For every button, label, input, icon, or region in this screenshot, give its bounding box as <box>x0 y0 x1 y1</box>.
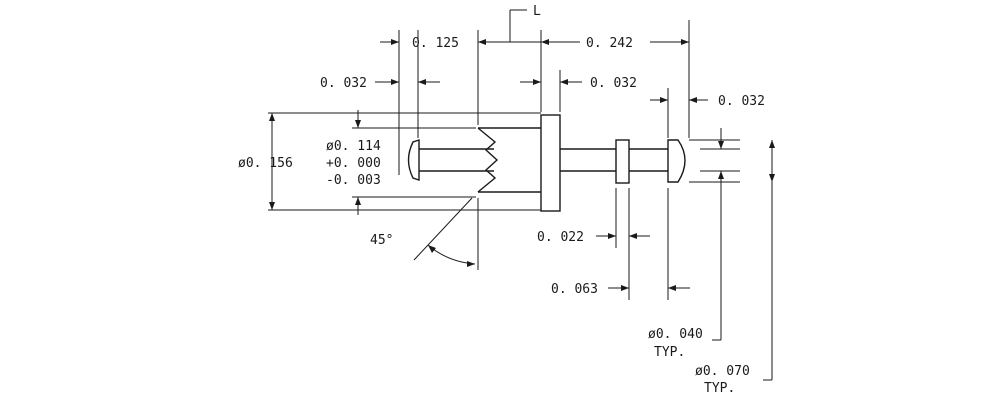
extension-lines <box>268 20 740 300</box>
dia-0040-note: TYP. <box>654 345 685 360</box>
dia-0156: ø0. 156 <box>238 113 293 210</box>
dim-0242-label: 0. 242 <box>586 36 633 51</box>
dia-0114-line2: +0. 000 <box>326 156 381 171</box>
chamfer-groove <box>477 127 499 193</box>
dia-0040: ø0. 040 TYP. <box>648 128 724 360</box>
dim-0022-label: 0. 022 <box>537 230 584 245</box>
dim-0242: 0. 242 <box>541 36 689 51</box>
dia-0114-line3: -0. 003 <box>326 173 381 188</box>
dia-0114: ø0. 114 +0. 000 -0. 003 <box>326 110 381 215</box>
dia-0156-label: ø0. 156 <box>238 156 293 171</box>
reference-l-label: L <box>533 4 541 19</box>
angle-45-label: 45° <box>370 233 393 248</box>
dia-0070: ø0. 070 TYP. <box>695 140 775 396</box>
angle-45: 45° <box>370 197 476 267</box>
dim-0032-right: 0. 032 <box>650 94 765 109</box>
flange <box>540 114 561 212</box>
dim-0032-left-label: 0. 032 <box>320 76 367 91</box>
dim-0063: 0. 063 <box>551 282 690 297</box>
dim-0032-mid: 0. 032 <box>520 76 637 91</box>
dim-0032-right-label: 0. 032 <box>718 94 765 109</box>
left-rounded-head <box>407 139 420 181</box>
dim-0032-mid-label: 0. 032 <box>590 76 637 91</box>
dim-0022: 0. 022 <box>537 230 650 245</box>
dia-0040-label: ø0. 040 <box>648 327 703 342</box>
dia-0070-label: ø0. 070 <box>695 364 750 379</box>
dim-0125-label: 0. 125 <box>412 36 459 51</box>
reference-l: L <box>509 4 541 42</box>
dia-0114-line1: ø0. 114 <box>326 139 381 154</box>
part-outline <box>407 114 686 212</box>
dim-0063-label: 0. 063 <box>551 282 598 297</box>
shaft-collar-ring <box>615 139 630 184</box>
dia-0070-note: TYP. <box>704 381 735 396</box>
dim-0032-left: 0. 032 <box>320 76 440 91</box>
dim-0125: 0. 125 <box>380 36 541 51</box>
right-rounded-end <box>667 139 686 183</box>
